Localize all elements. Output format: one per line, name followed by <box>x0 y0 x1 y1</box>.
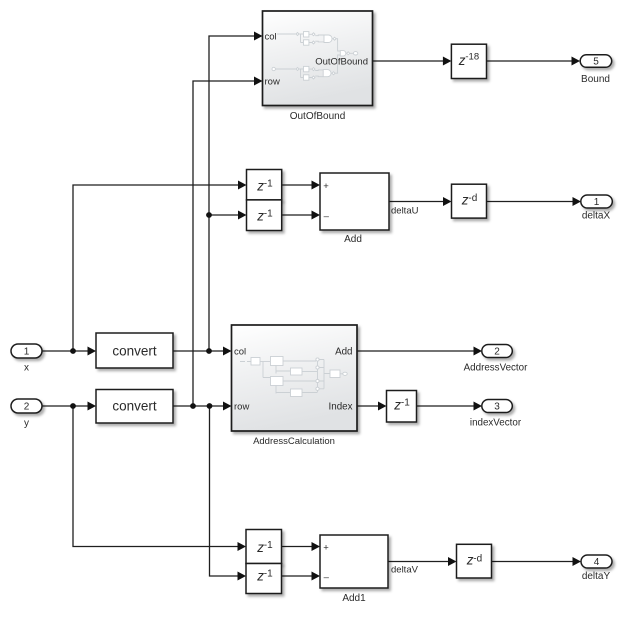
svg-text:-d: -d <box>473 553 482 564</box>
svg-text:Add1: Add1 <box>342 593 366 604</box>
svg-text:–: – <box>324 211 330 222</box>
svg-text:x: x <box>24 363 29 374</box>
svg-text:+: + <box>323 542 329 553</box>
svg-text:convert: convert <box>112 344 157 359</box>
svg-text:Index: Index <box>329 402 353 413</box>
svg-text:Bound: Bound <box>581 74 610 85</box>
svg-text:-d: -d <box>468 193 477 204</box>
svg-text:col: col <box>265 32 277 43</box>
svg-text:row: row <box>265 77 280 88</box>
svg-text:-1: -1 <box>264 540 273 551</box>
svg-text:indexVector: indexVector <box>470 417 522 428</box>
svg-text:z: z <box>461 192 469 207</box>
svg-text:OutOfBound: OutOfBound <box>315 56 368 67</box>
svg-text:deltaV: deltaV <box>391 565 419 576</box>
svg-text:-1: -1 <box>401 398 410 409</box>
svg-text:deltaX: deltaX <box>582 210 611 221</box>
svg-text:-1: -1 <box>264 209 273 220</box>
svg-text:+: + <box>323 181 329 192</box>
svg-text:-1: -1 <box>264 569 273 580</box>
svg-text:1: 1 <box>24 347 30 358</box>
svg-text:5: 5 <box>593 57 599 68</box>
svg-text:4: 4 <box>594 557 600 568</box>
svg-text:AddressVector: AddressVector <box>464 362 528 373</box>
svg-text:z: z <box>256 540 264 555</box>
svg-text:2: 2 <box>24 402 30 413</box>
svg-text:z: z <box>256 569 264 584</box>
svg-text:deltaY: deltaY <box>582 571 611 582</box>
svg-text:z: z <box>256 209 264 224</box>
svg-text:-18: -18 <box>465 52 479 63</box>
svg-text:-1: -1 <box>264 178 273 189</box>
svg-text:OutOfBound: OutOfBound <box>290 111 346 122</box>
svg-text:row: row <box>234 402 249 413</box>
svg-text:AddressCalculation: AddressCalculation <box>253 436 335 447</box>
svg-text:z: z <box>458 53 466 68</box>
svg-text:z: z <box>393 398 401 413</box>
svg-text:3: 3 <box>494 402 500 413</box>
svg-text:y: y <box>24 418 29 429</box>
svg-text:Add: Add <box>344 234 362 245</box>
svg-text:2: 2 <box>494 347 500 358</box>
svg-text:z: z <box>256 178 264 193</box>
svg-text:Add: Add <box>335 347 352 358</box>
svg-text:convert: convert <box>112 399 157 414</box>
svg-text:deltaU: deltaU <box>391 206 419 217</box>
svg-text:z: z <box>466 553 474 568</box>
svg-text:col: col <box>234 347 246 358</box>
svg-text:–: – <box>324 572 330 583</box>
svg-text:1: 1 <box>594 197 600 208</box>
